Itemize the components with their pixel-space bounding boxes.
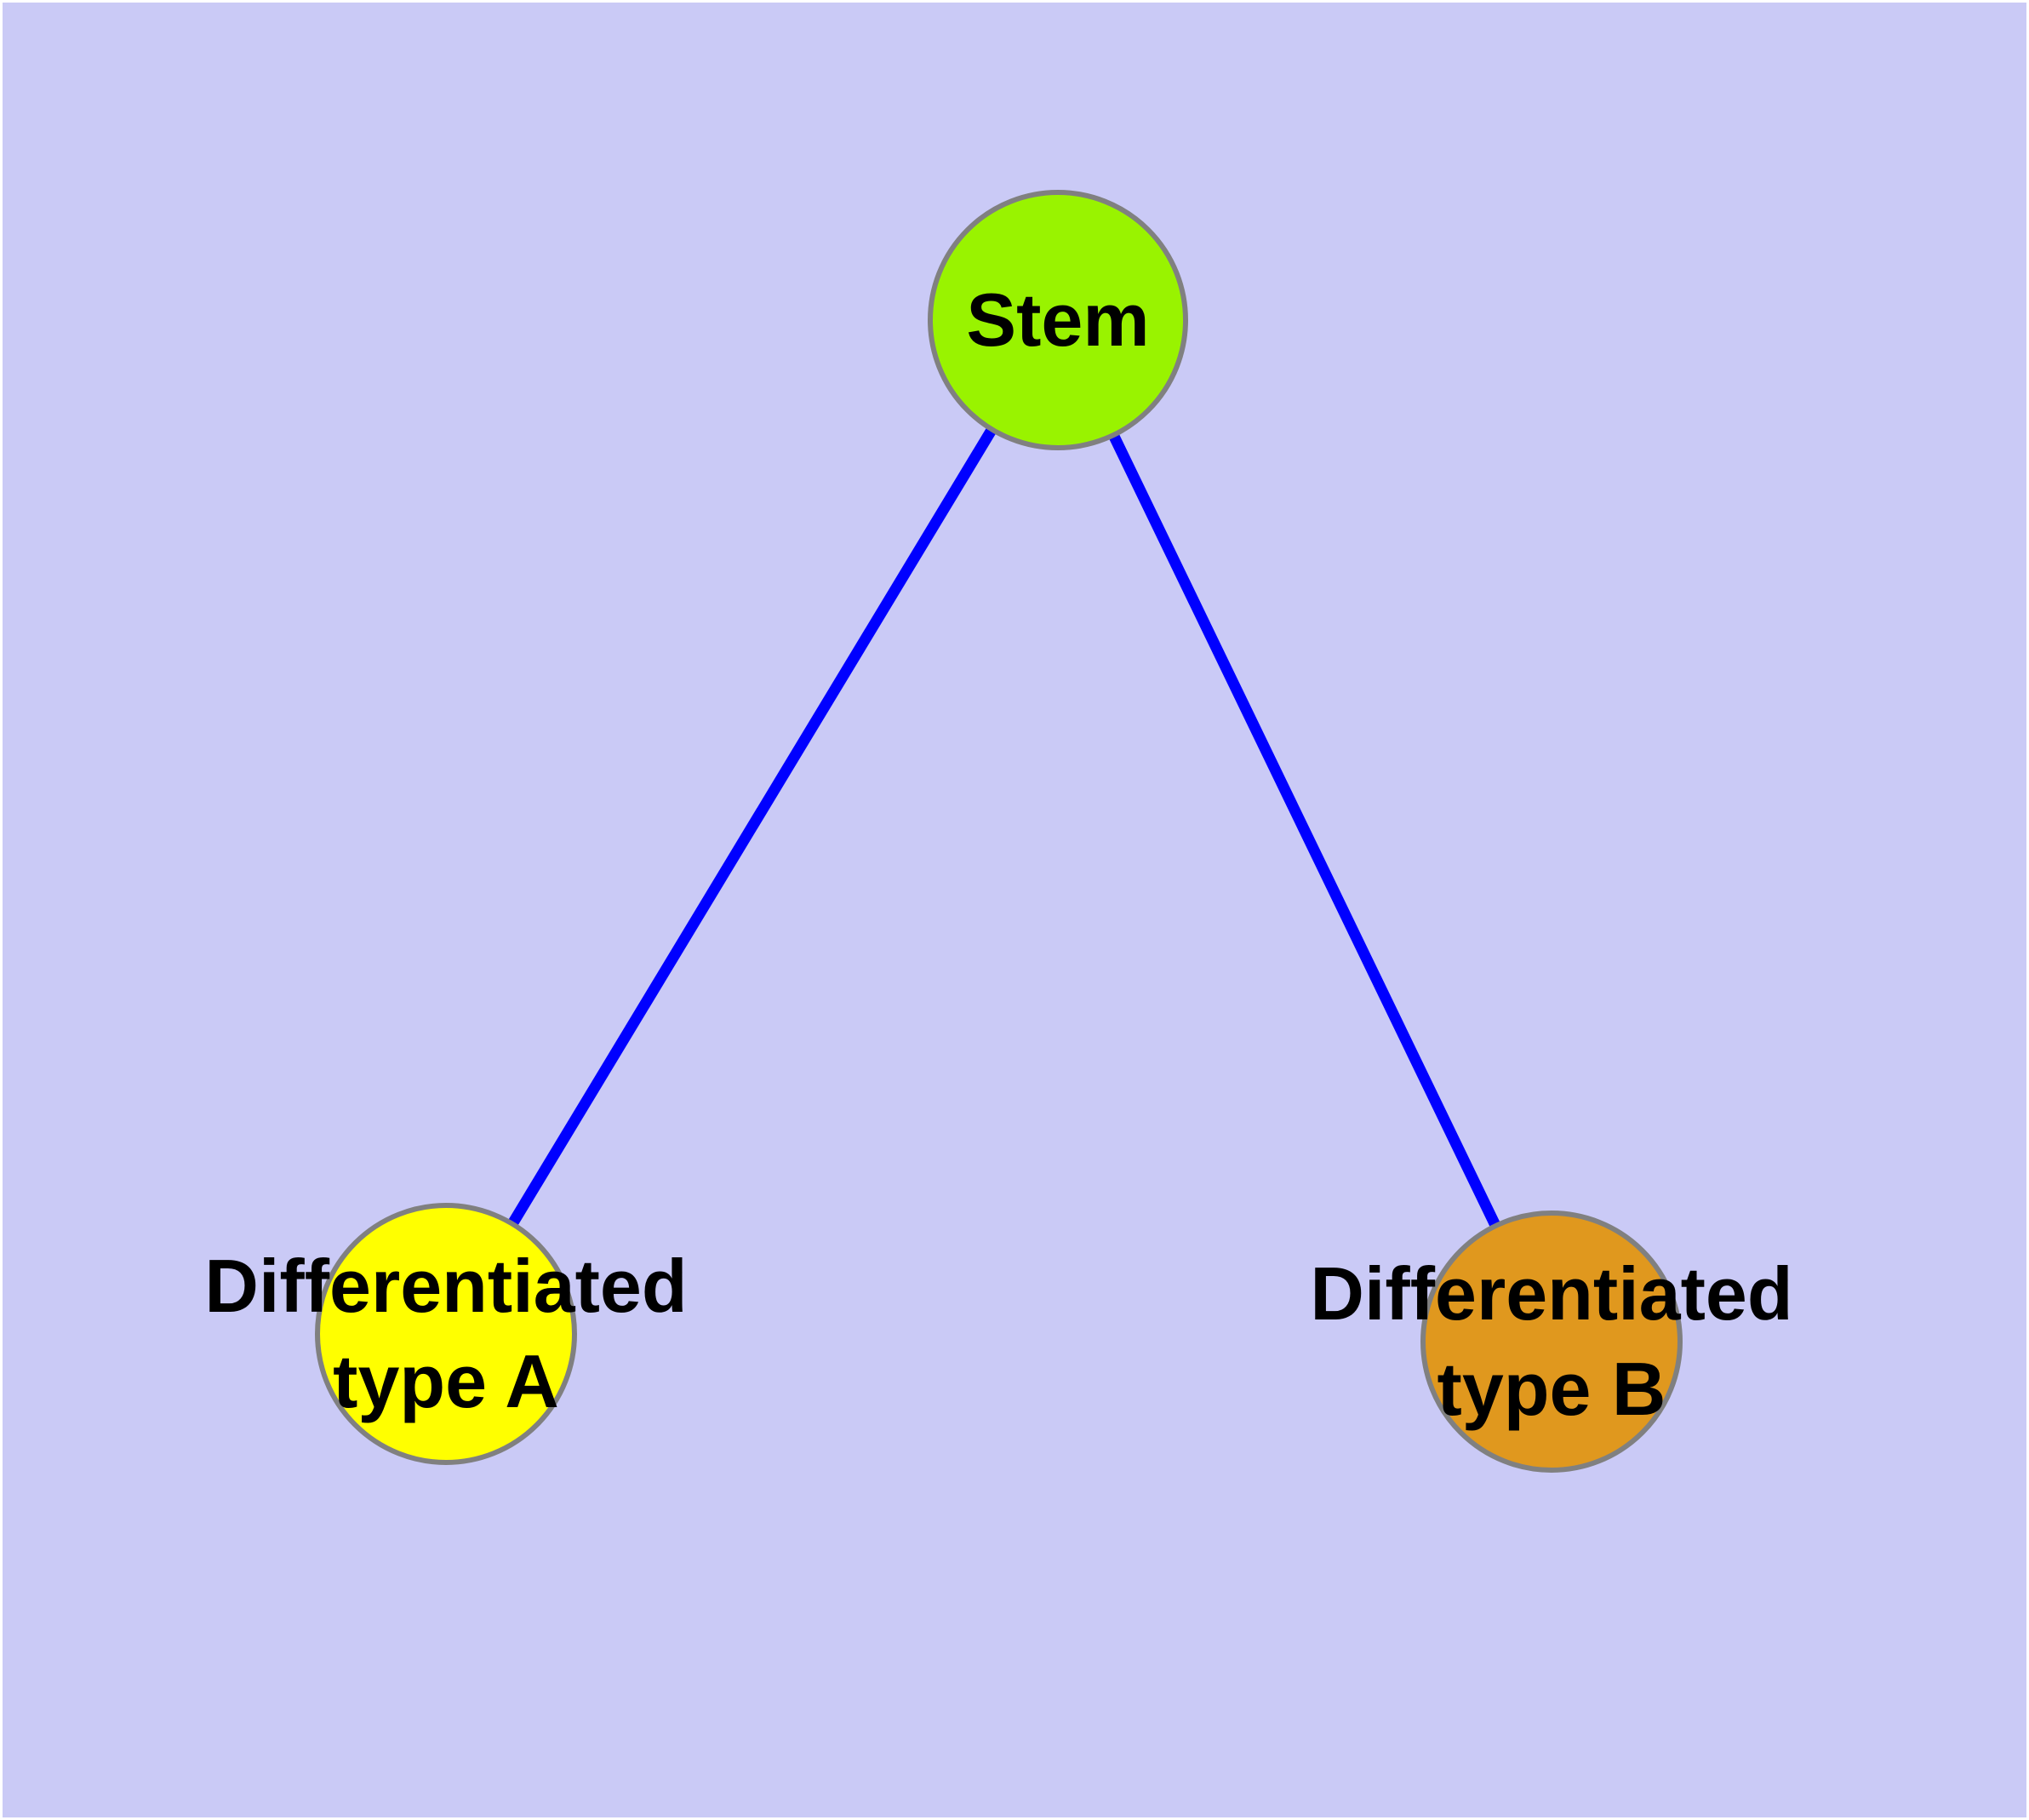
- node-type-b-circle: [1420, 1210, 1683, 1473]
- stem-label-text: Stem: [966, 278, 1150, 362]
- type-b-label-line-2: type B: [1437, 1347, 1666, 1431]
- edge-stem-to-type-a: [441, 317, 1063, 1337]
- node-type-a-circle: [315, 1203, 577, 1465]
- node-stem-circle: [928, 190, 1188, 450]
- graph-layer: [315, 190, 1683, 1473]
- type-a-label-line-2: type A: [333, 1339, 559, 1423]
- graph-canvas: Stem Differentiated type A Differentiate…: [3, 3, 2026, 1817]
- edge-stem-to-type-b: [1053, 318, 1557, 1344]
- node-label-type-b: Differentiated type B: [1310, 1246, 1792, 1437]
- node-label-stem: Stem: [966, 272, 1149, 368]
- type-b-label-line-1: Differentiated: [1310, 1251, 1793, 1336]
- node-label-type-a: Differentiated type A: [204, 1239, 687, 1429]
- type-a-label-line-1: Differentiated: [204, 1244, 688, 1328]
